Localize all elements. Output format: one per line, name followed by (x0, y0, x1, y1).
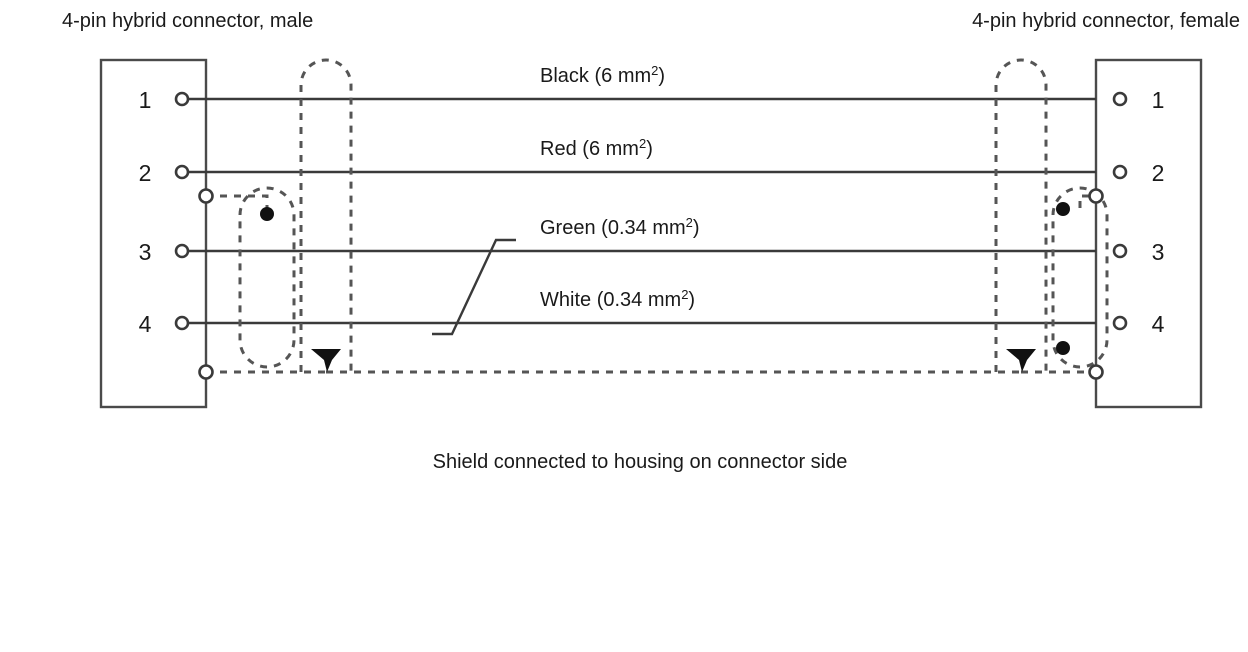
svg-text:Black (6 mm2): Black (6 mm2) (540, 63, 665, 87)
wire-1-unit: mm (618, 65, 651, 87)
right-pin-number-3: 3 (1152, 239, 1165, 265)
right-pin-terminal-3 (1112, 243, 1128, 259)
wire-2-exponent: 2 (639, 136, 646, 151)
right-shield-terminal-upper (1088, 188, 1104, 204)
left-pin-terminal-3 (174, 243, 190, 259)
right-pin-terminal-4 (1112, 315, 1128, 331)
left-pin-terminal-2 (174, 164, 190, 180)
wire-2-close: ) (646, 138, 653, 160)
inner-shield-junction-dot-left (260, 207, 274, 221)
outer-shield-right-loop (994, 58, 1048, 372)
left-pin-number-1: 1 (139, 87, 152, 113)
wire-4-close: ) (688, 289, 695, 311)
wire-label-1: Black (6 mm2) (540, 63, 665, 87)
wire-1-color: Black (540, 65, 590, 87)
left-connector-body (99, 58, 208, 409)
right-connector-body (1094, 58, 1203, 409)
wire-3-unit: mm (652, 217, 685, 239)
wire-4-value: 0.34 (603, 289, 642, 311)
left-shield-terminal-lower (198, 364, 214, 380)
left-pin-number-3: 3 (139, 239, 152, 265)
wire-4-unit: mm (648, 289, 681, 311)
wire-4-open: ( (597, 289, 604, 311)
svg-text:Green (0.34 mm2): Green (0.34 mm2) (540, 215, 700, 239)
left-pin-number-4: 4 (139, 311, 152, 337)
left-pin-number-2: 2 (139, 160, 152, 186)
inner-shield-lead-right (1078, 194, 1096, 208)
outer-shield-ground-marker-left (311, 349, 341, 372)
wire-1-exponent: 2 (651, 63, 658, 78)
right-pin-number-4: 4 (1152, 311, 1165, 337)
left-pin-terminal-4 (174, 315, 190, 331)
outer-shield-left-loop (299, 58, 353, 372)
left-connector-title: 4-pin hybrid connector, male (62, 10, 313, 32)
right-pin-terminal-1 (1112, 91, 1128, 107)
inner-shield-loop-left (238, 186, 296, 369)
inner-shield-junction-dot-right (1056, 202, 1070, 216)
outer-shield-ground-marker-right (1006, 349, 1036, 372)
right-shield-terminal-lower (1088, 364, 1104, 380)
wire-3-close: ) (693, 217, 700, 239)
wire-1-value: 6 (601, 65, 612, 87)
shield-caption: Shield connected to housing on connector… (433, 451, 848, 473)
wire-2-value: 6 (589, 138, 600, 160)
right-connector-title: 4-pin hybrid connector, female (972, 10, 1240, 32)
wire-2-color: Red (540, 138, 577, 160)
right-pin-terminal-2 (1112, 164, 1128, 180)
wire-1-open: ( (594, 65, 601, 87)
wire-3-exponent: 2 (686, 215, 693, 230)
wire-1-close: ) (658, 65, 665, 87)
svg-text:Red (6 mm2): Red (6 mm2) (540, 136, 653, 160)
left-pin-terminal-1 (174, 91, 190, 107)
inner-shield-junction-dot-right-lower (1056, 341, 1070, 355)
right-pin-number-1: 1 (1152, 87, 1165, 113)
wire-2-open: ( (582, 138, 589, 160)
svg-text:White (0.34 mm2): White (0.34 mm2) (540, 287, 695, 311)
wire-2-unit: mm (606, 138, 639, 160)
right-pin-number-2: 2 (1152, 160, 1165, 186)
twisted-pair-marker (432, 238, 516, 336)
wire-label-3: Green (0.34 mm2) (540, 215, 700, 239)
wire-4-exponent: 2 (681, 287, 688, 302)
inner-shield-lead-left (206, 194, 269, 208)
wire-4-color: White (540, 289, 591, 311)
left-shield-terminal-upper (198, 188, 214, 204)
wire-label-4: White (0.34 mm2) (540, 287, 695, 311)
wire-3-color: Green (540, 217, 596, 239)
wire-3-open: ( (601, 217, 608, 239)
wire-3-value: 0.34 (608, 217, 647, 239)
wire-label-2: Red (6 mm2) (540, 136, 653, 160)
inner-shield-loop-right (1051, 186, 1109, 369)
